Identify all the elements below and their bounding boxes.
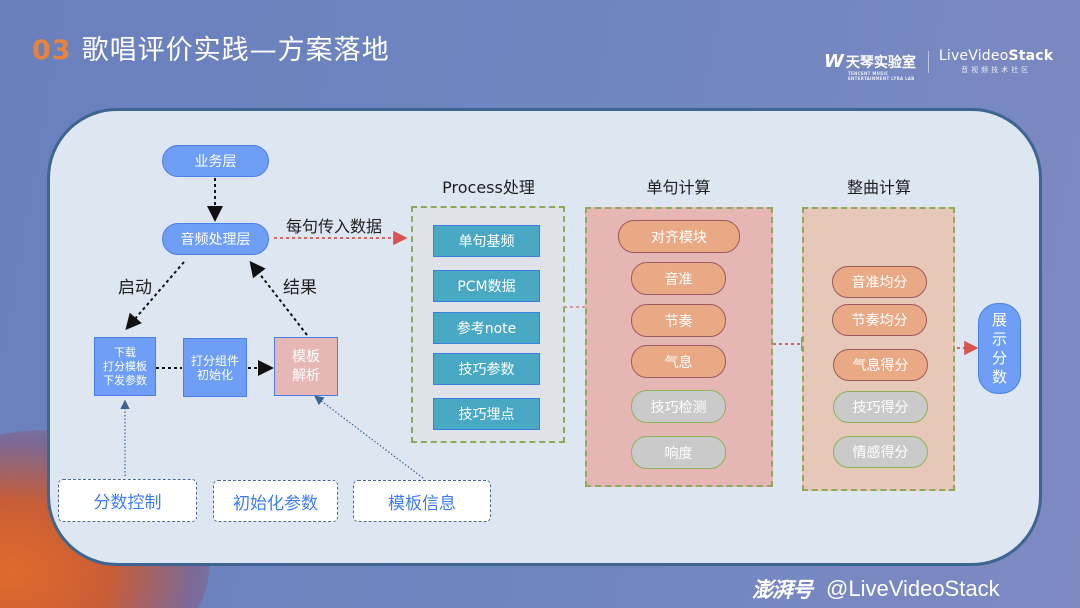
loudness-node[interactable]: 响度: [631, 436, 726, 469]
lab-subtitle: TENCENT MUSIC ENTERTAINMENT LYRA LAB: [848, 71, 915, 81]
template-parse-node[interactable]: 模板 解析: [274, 337, 338, 396]
process-title: Process处理: [442, 178, 535, 197]
logo-bar: W 天琴实验室 TENCENT MUSIC ENTERTAINMENT LYRA…: [824, 48, 1053, 81]
lyra-lab-logo: W 天琴实验室 TENCENT MUSIC ENTERTAINMENT LYRA…: [824, 51, 916, 81]
scoring-component-init-node[interactable]: 打分组件 初始化: [183, 338, 247, 397]
pitch-average-node[interactable]: 音准均分: [832, 266, 927, 298]
rhythm-node[interactable]: 节奏: [631, 304, 726, 337]
show-score-node[interactable]: 展 示 分 数: [978, 303, 1021, 394]
technique-score-node[interactable]: 技巧得分: [833, 391, 928, 423]
download-template-node[interactable]: 下载 打分模板 下发参数: [94, 337, 156, 396]
lyra-w-icon: W: [824, 51, 844, 72]
init-params-box[interactable]: 初始化参数: [213, 480, 338, 522]
livevideostack-logo: LiveVideoStack 音视频技术社区: [939, 48, 1053, 75]
business-layer-node[interactable]: 业务层: [162, 145, 269, 177]
slide-title: 03 歌唱评价实践—方案落地: [32, 28, 390, 67]
breath-score-node[interactable]: 气息得分: [833, 349, 928, 381]
process-item[interactable]: 技巧埋点: [433, 398, 540, 430]
process-item[interactable]: 单句基频: [433, 225, 540, 257]
score-control-label: 分数控制: [93, 493, 162, 513]
lab-name: 天琴实验室: [845, 54, 916, 71]
result-label: 结果: [283, 278, 317, 298]
pitch-node[interactable]: 音准: [631, 262, 726, 295]
init-params-label: 初始化参数: [233, 493, 318, 514]
rhythm-average-node[interactable]: 节奏均分: [832, 304, 927, 336]
logo-divider: [927, 50, 929, 73]
technique-detection-node[interactable]: 技巧检测: [631, 390, 726, 423]
business-layer-label: 业务层: [194, 154, 237, 170]
score-control-box[interactable]: 分数控制: [58, 479, 197, 522]
title-text: 歌唱评价实践—方案落地: [81, 35, 390, 66]
audio-layer-label: 音频处理层: [180, 232, 251, 248]
template-info-label: 模板信息: [388, 493, 456, 514]
whole-calc-title: 整曲计算: [846, 178, 911, 197]
process-item[interactable]: PCM数据: [433, 270, 540, 302]
footer-watermark: 澎湃号 @LiveVideoStack: [752, 574, 1000, 604]
community-subtitle: 音视频技术社区: [961, 66, 1032, 74]
section-number: 03: [32, 35, 72, 66]
community-name-bold: Stack: [1008, 48, 1054, 64]
community-name-light: LiveVideo: [938, 48, 1009, 64]
process-item[interactable]: 参考note: [433, 312, 540, 344]
breath-node[interactable]: 气息: [631, 345, 726, 378]
emotion-score-node[interactable]: 情感得分: [833, 436, 928, 468]
alignment-module-node[interactable]: 对齐模块: [618, 220, 740, 253]
template-info-box[interactable]: 模板信息: [353, 480, 491, 522]
single-calc-title: 单句计算: [646, 178, 711, 197]
start-label: 启动: [118, 278, 152, 298]
process-item[interactable]: 技巧参数: [433, 353, 540, 385]
per-sentence-data-label: 每句传入数据: [286, 217, 383, 236]
author-handle: @LiveVideoStack: [826, 576, 1000, 601]
platform-logo: 澎湃号: [752, 578, 813, 602]
audio-processing-layer-node[interactable]: 音频处理层: [162, 223, 269, 255]
